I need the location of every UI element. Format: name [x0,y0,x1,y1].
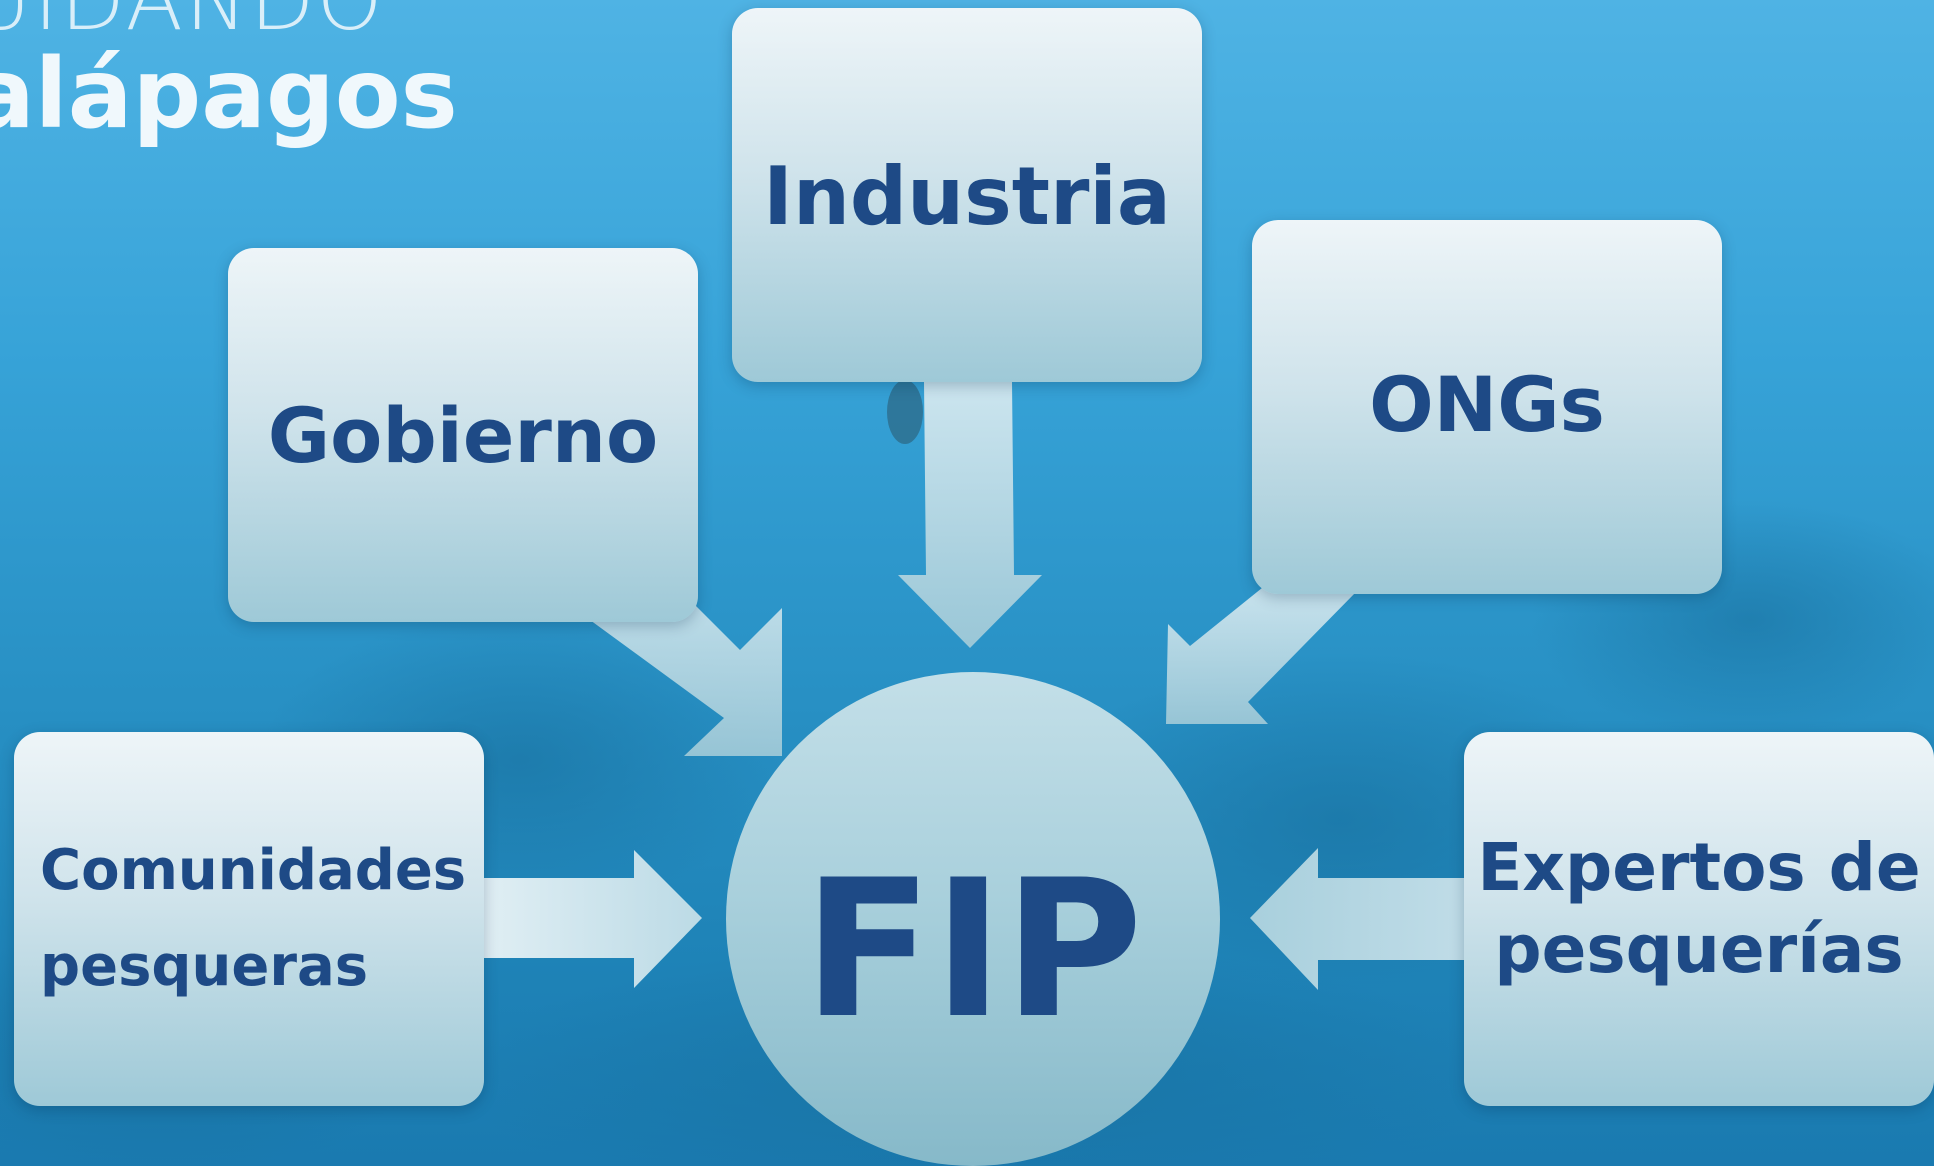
center-node-label: FIP [803,838,1143,1060]
node-industria-label: Industria [763,150,1171,243]
center-node-fip: FIP [726,672,1220,1166]
arrow-comunidades [484,850,702,988]
logo-line2: alápagos [0,38,458,150]
node-ongs-label: ONGs [1369,360,1605,449]
arrow-industria [898,382,1042,648]
node-ongs: ONGs [1252,220,1722,594]
node-comunidades-pesqueras: Comunidades pesqueras [14,732,484,1106]
node-expertos-line2: pesquerías [1494,911,1904,988]
node-industria: Industria [732,8,1202,382]
logo: UIDANDO alápagos [0,0,458,142]
node-comunidades-line2: pesqueras [40,934,369,999]
arrow-ongs [1166,588,1356,724]
node-gobierno: Gobierno [228,248,698,622]
node-expertos-line1: Expertos de [1477,829,1921,906]
node-comunidades-line1: Comunidades [40,838,467,903]
logo-line1: UIDANDO [0,0,385,49]
node-gobierno-label: Gobierno [267,390,659,480]
node-expertos-de-pesquerias: Expertos de pesquerías [1464,732,1934,1106]
fish-silhouette [887,380,923,444]
arrow-expertos [1250,848,1464,990]
